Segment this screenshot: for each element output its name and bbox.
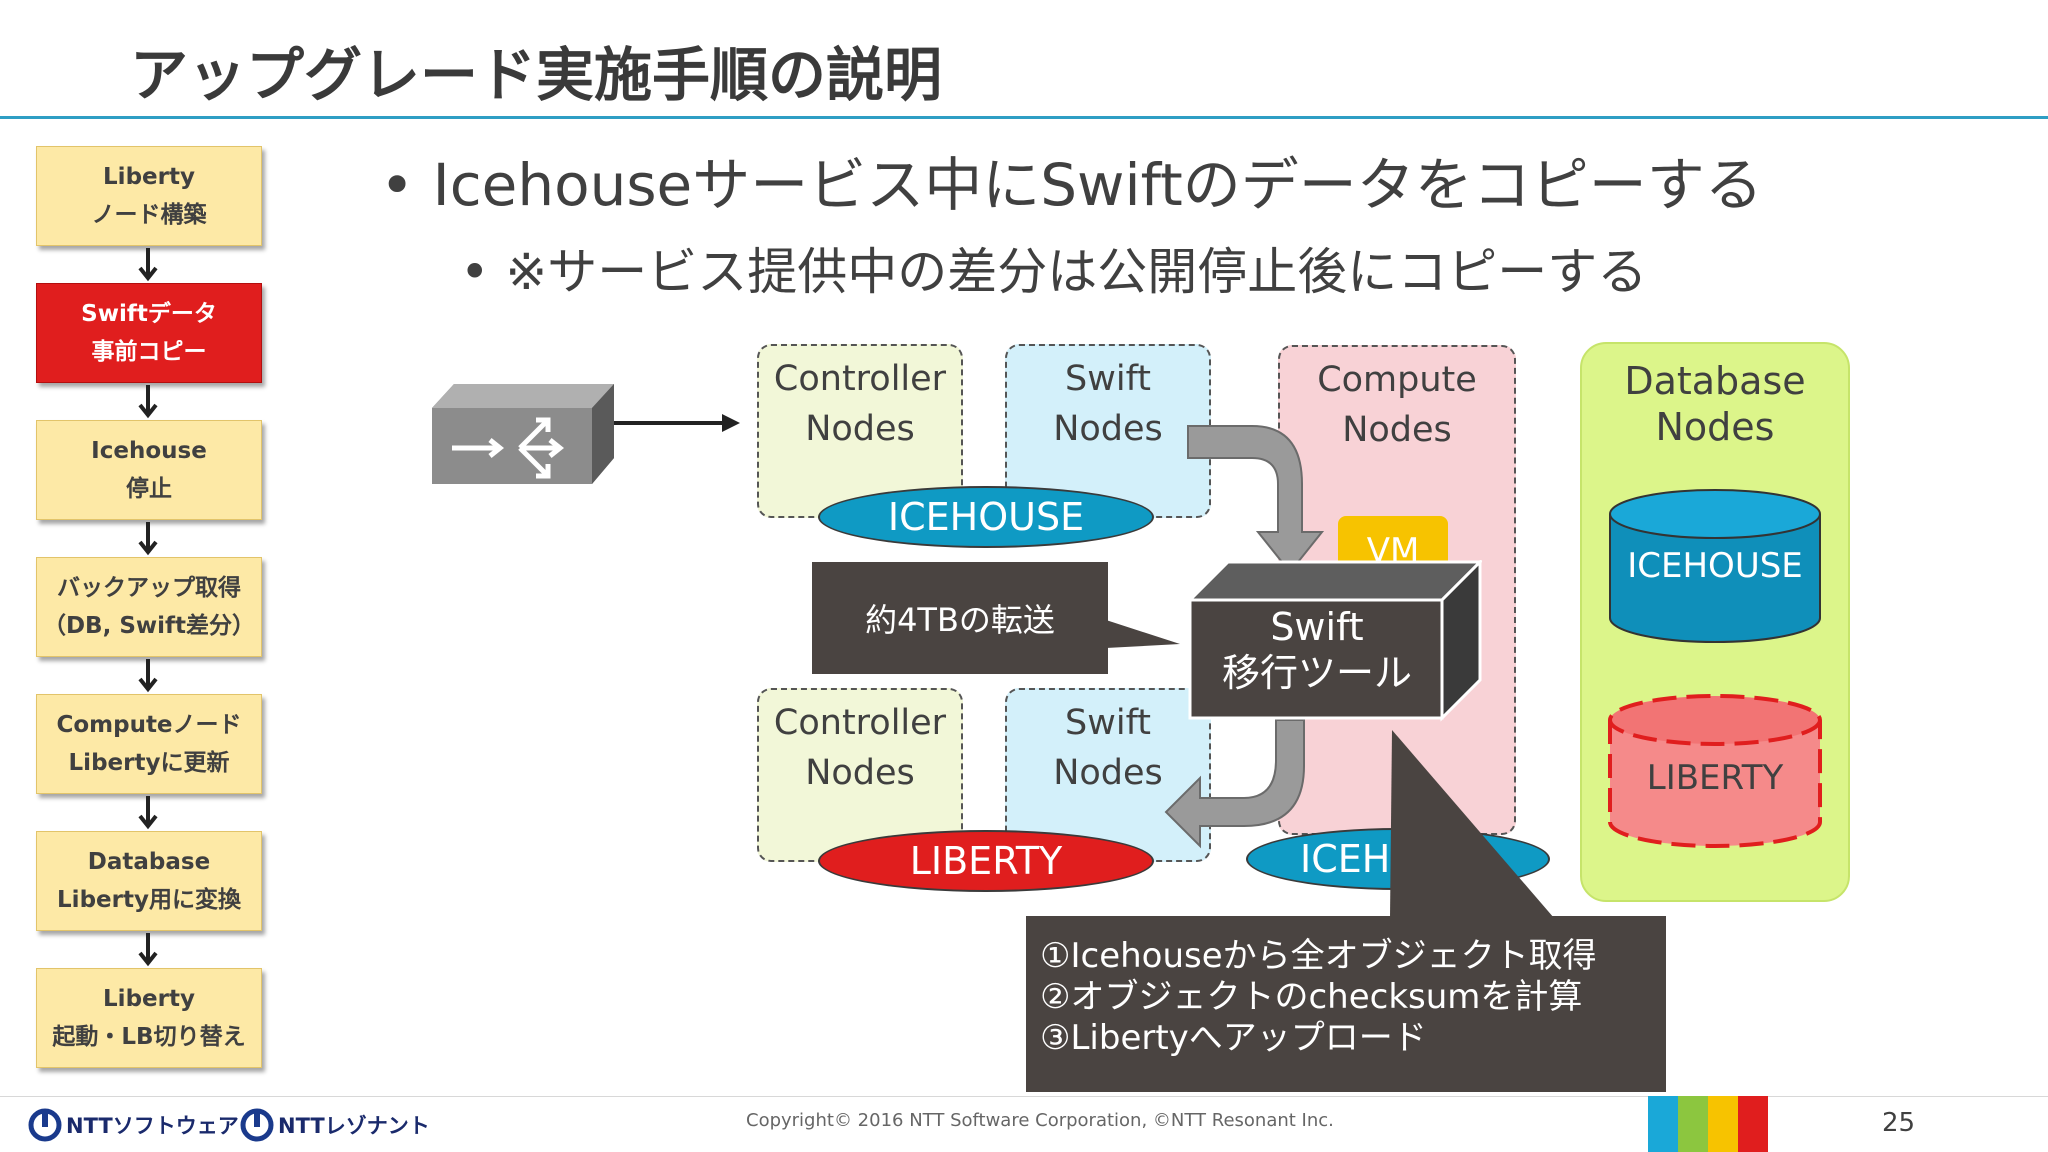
down-arrow-icon [138,659,158,693]
icehouse-badge: ICEHOUSE [818,486,1154,548]
swift-label-line2: Nodes [1053,753,1163,793]
down-arrow-icon [138,796,158,830]
compute-label-line1: Compute [1317,360,1477,400]
database-icon [1608,694,1822,848]
data-flow-arrows [1164,425,1325,849]
down-arrow-icon [138,933,158,967]
step-label-line1: Icehouse [91,438,207,464]
curved-arrow-down-icon [1187,425,1325,574]
down-arrow-icon [138,522,158,556]
step-label-line1: Computeノード [56,712,242,738]
database-label-line2: Nodes [1655,405,1775,449]
step-label-line1: Liberty [103,164,195,190]
swift-label-line1: Swift [1065,359,1151,399]
swift-label-line1: Swift [1065,703,1151,743]
step-label-line1: バックアップ取得 [57,575,241,601]
swift-tool-label: Swift 移行ツール [1192,604,1442,696]
swift-tool-line2: 移行ツール [1221,651,1412,695]
bullet-sub: • ※サービス提供中の差分は公開停止後にコピーする [460,243,1648,301]
step-7-liberty-start[interactable]: Liberty 起動・LB切り替え [36,968,262,1068]
controller-label-line1: Controller [773,359,947,399]
bullet-sub-text: ※サービス提供中の差分は公開停止後にコピーする [505,243,1648,301]
swift-label-line2: Nodes [1053,409,1163,449]
step-label-line2: 停止 [126,476,172,502]
brand-color-bars [1648,1096,1768,1152]
step-label-line2: 起動・LB切り替え [52,1024,246,1050]
steps-callout [1026,730,1666,1092]
steps-note-line: ①Icehouseから全オブジェクト取得 [1040,936,1597,976]
transfer-note: 約4TBの転送 [865,601,1055,639]
bullet-main: • Icehouseサービス中にSwiftのデータをコピーする [380,151,1763,219]
footer-divider [0,1096,2048,1097]
step-label-line1: Swiftデータ [81,301,217,327]
page-number: 25 [1882,1108,1916,1138]
down-arrow-icon [138,248,158,282]
page-title: アップグレード実施手順の説明 [130,41,943,109]
steps-note: ①Icehouseから全オブジェクト取得 ②オブジェクトのchecksumを計算… [1040,936,1660,1059]
compute-label-line2: Nodes [1342,410,1452,450]
liberty-badge: LIBERTY [818,830,1154,892]
load-balancer-icon [432,384,740,484]
database-icon [1609,489,1821,643]
step-6-database-convert[interactable]: Database Liberty用に変換 [36,831,262,931]
step-1-liberty-build[interactable]: Liberty ノード構築 [36,146,262,246]
step-label-line1: Liberty [103,986,195,1012]
controller-label-line1: Controller [773,703,947,743]
down-arrow-icon [138,385,158,419]
step-2-swift-precopy[interactable]: Swiftデータ 事前コピー [36,283,262,383]
step-label-line2: （DB, Swift差分） [42,613,256,639]
swift-migration-tool-box [1186,560,1482,722]
ntt-software-logo: NTTソフトウェア [66,1114,239,1138]
db-liberty-label: LIBERTY [1646,758,1784,798]
database-cylinders [1608,489,1822,848]
ntt-resonant-logo: NTTレゾナント [278,1114,430,1138]
step-label-line1: Database [87,849,211,875]
database-label-line1: Database [1624,359,1806,403]
ntt-logo-icon [240,1108,274,1142]
step-3-icehouse-stop[interactable]: Icehouse 停止 [36,420,262,520]
copyright-text: Copyright© 2016 NTT Software Corporation… [746,1110,1334,1131]
curved-arrow-left-icon [1164,719,1305,849]
step-label-line2: 事前コピー [91,339,207,365]
controller-label-line2: Nodes [805,753,915,793]
steps-note-line: ③Libertyへアップロード [1040,1018,1427,1058]
step-label-line2: ノード構築 [91,202,207,228]
db-icehouse-label: ICEHOUSE [1627,546,1803,586]
step-label-line2: Libertyに更新 [68,750,230,776]
bullet-main-text: Icehouseサービス中にSwiftのデータをコピーする [432,151,1763,219]
transfer-callout [812,562,1180,674]
step-4-backup[interactable]: バックアップ取得 （DB, Swift差分） [36,557,262,657]
title-divider [0,116,2048,119]
step-arrows [138,248,158,967]
steps-note-line: ②オブジェクトのchecksumを計算 [1040,977,1583,1017]
step-label-line2: Liberty用に変換 [57,887,241,913]
ntt-logo-icon [28,1108,62,1142]
controller-label-line2: Nodes [805,409,915,449]
swift-tool-line1: Swift [1270,605,1364,649]
step-5-compute-update[interactable]: Computeノード Libertyに更新 [36,694,262,794]
